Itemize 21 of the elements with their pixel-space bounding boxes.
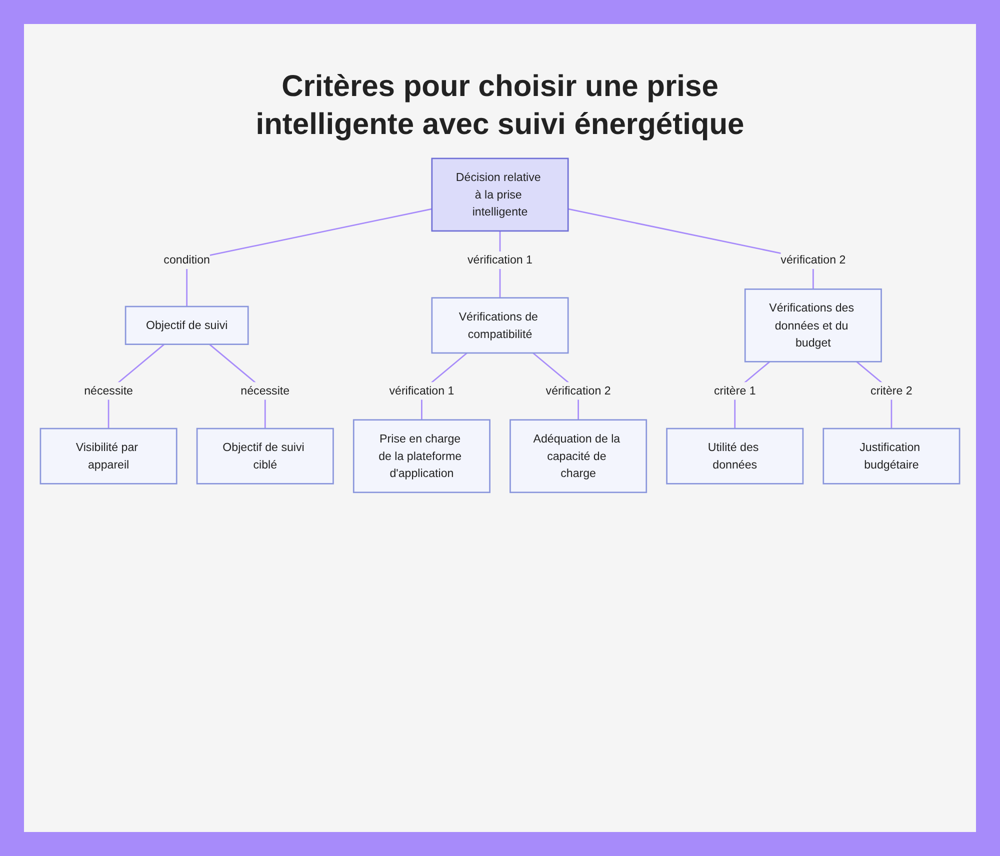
edge-label: vérification 2 [780,253,846,266]
node-box: Visibilité par appareil [40,428,178,484]
node-box: Décision relative à la prise intelligente [431,158,569,232]
node-box: Vérifications de compatibilité [431,297,569,354]
edge-label: nécessite [240,384,290,398]
edge-label: vérification 1 [468,253,532,266]
edge-label: nécessite [84,384,133,398]
edge-label: vérification 2 [546,384,611,398]
node-box: Justification budgétaire [822,428,960,484]
edge-label: vérification 1 [389,384,454,398]
edge-label: critère 2 [870,384,912,398]
diagram-title: Critères pour choisir une prise intelligente avec suivi énergétique [254,69,746,142]
node-box: Vérifications des données et du budget [744,288,882,362]
node-box: Adéquation de la capacité de charge [510,419,648,494]
node-box: Objectif de suivi [124,306,249,345]
connector [186,208,432,307]
node-box: Prise en charge de la plateforme d'application [352,419,490,494]
node-box: Objectif de suivi ciblé [196,428,334,484]
node-box: Utilité des données [666,428,804,484]
edge-label: critère 1 [714,384,756,398]
edge-label: condition [164,253,210,266]
